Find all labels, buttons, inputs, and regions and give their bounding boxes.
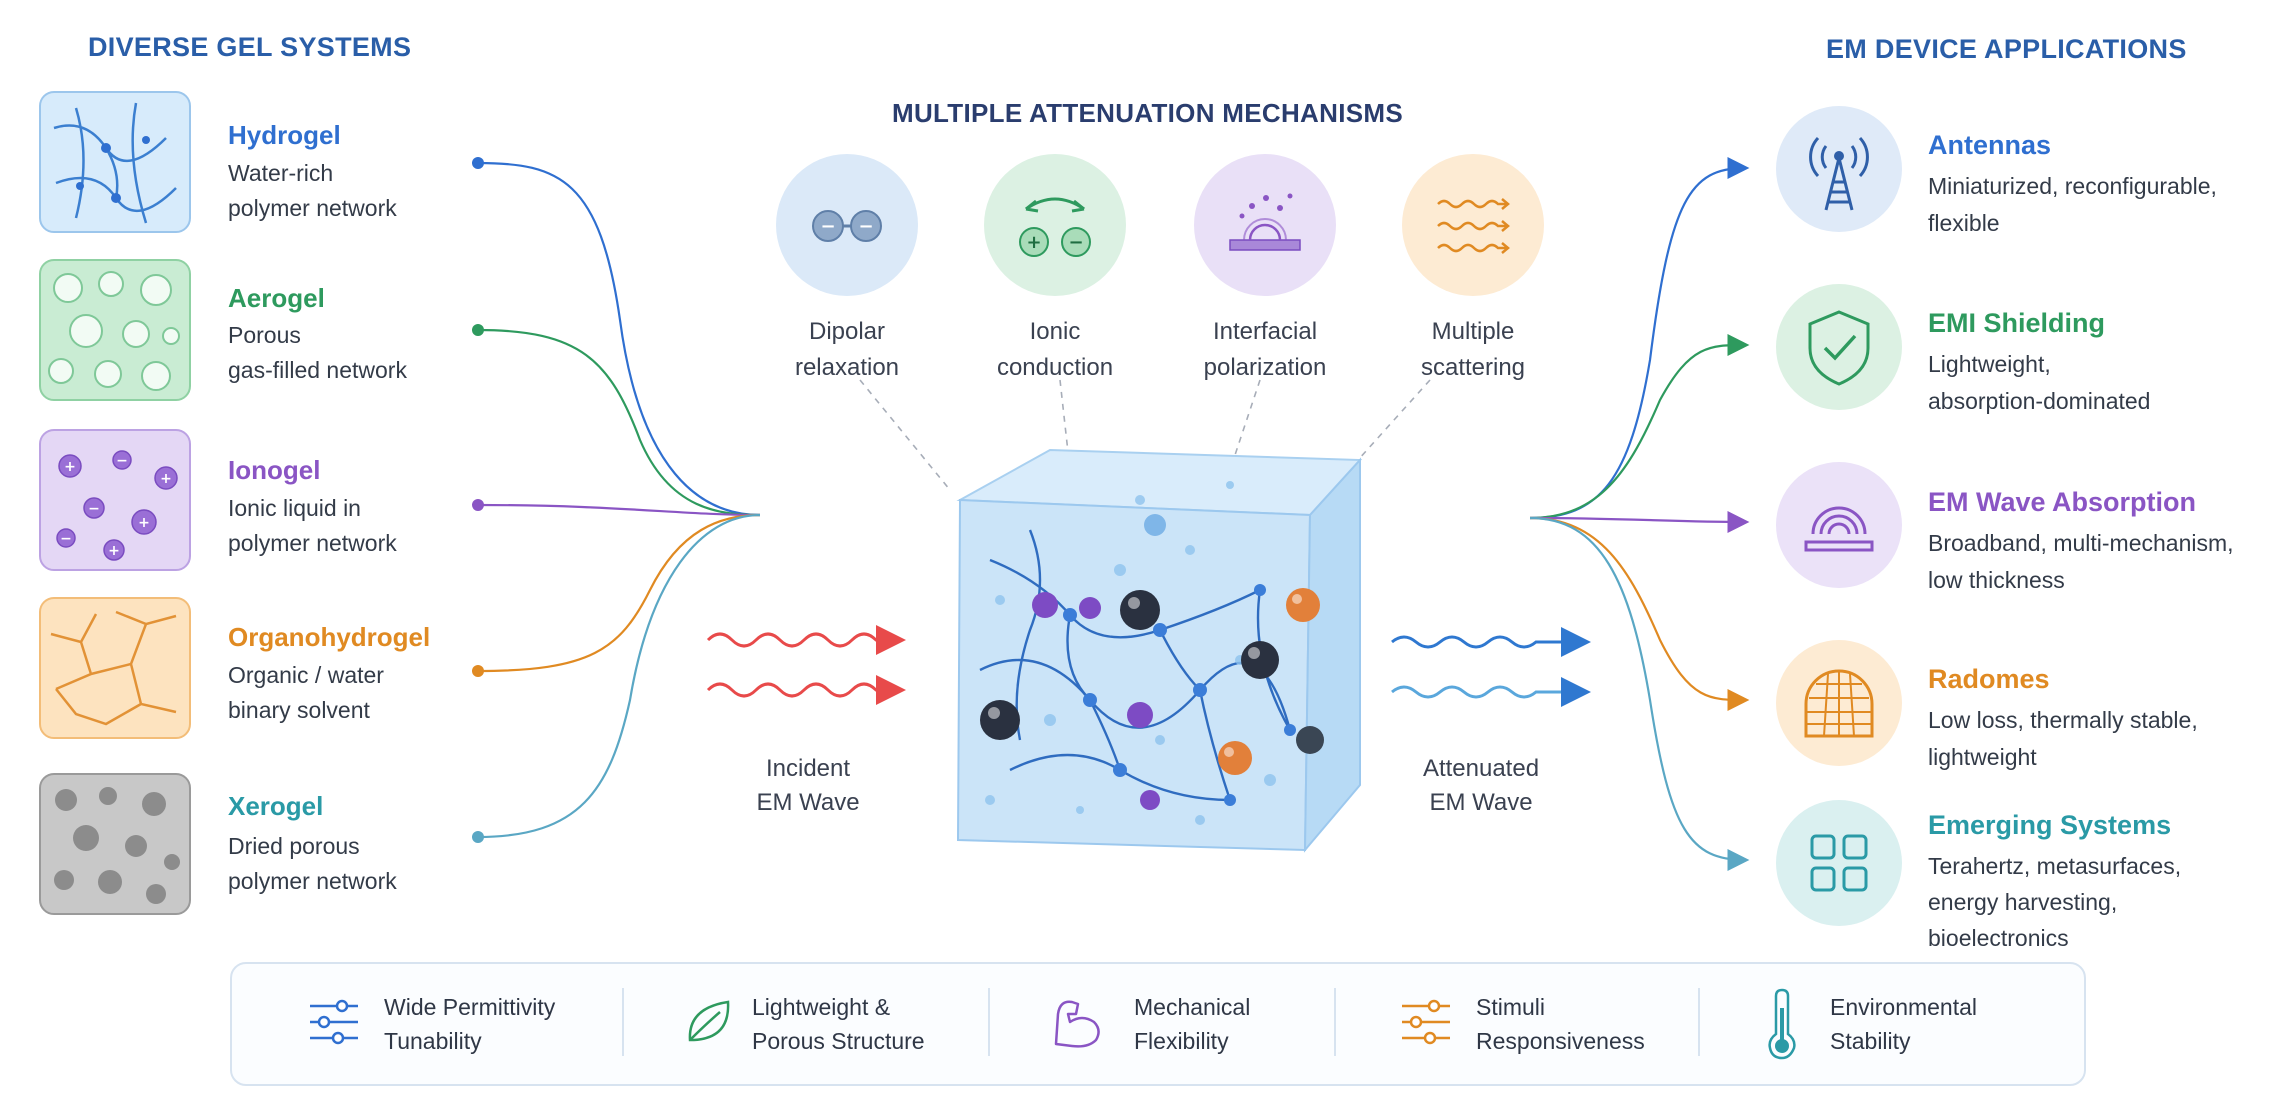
app-name-emi-shielding: EMI Shielding: [1928, 308, 2106, 338]
gel-desc-hydrogel-line2: polymer network: [228, 195, 397, 221]
center-section-title: MULTIPLE ATTENUATION MECHANISMS: [892, 98, 1403, 128]
app-desc-antennas-line1: Miniaturized, reconfigurable,: [1928, 173, 2217, 199]
thermometer-icon: [1768, 988, 1796, 1060]
gel-desc-ionogel-line1: Ionic liquid in: [228, 495, 361, 521]
central-gel-cube: [956, 448, 1363, 853]
gel-desc-xerogel-line2: polymer network: [228, 868, 397, 894]
feature-permittivity-line1: Wide Permittivity: [384, 994, 556, 1020]
mechanism-dipolar-line1: Dipolar: [808, 318, 886, 345]
feature-mechanical-line2: Flexibility: [1134, 1028, 1229, 1054]
gel-desc-organohydrogel-line1: Organic / water: [228, 662, 384, 688]
svg-text:−: −: [88, 501, 100, 517]
flexed-arm-icon: [1054, 1000, 1100, 1048]
svg-text:−: −: [858, 216, 873, 237]
app-desc-emerging-line2: energy harvesting,: [1928, 889, 2118, 915]
feature-divider: [1698, 988, 1700, 1056]
right-section-title: EM DEVICE APPLICATIONS: [1826, 34, 2187, 64]
gel-desc-aerogel-line1: Porous: [228, 322, 301, 348]
app-name-radomes: Radomes: [1928, 664, 2050, 694]
svg-text:+: +: [1026, 232, 1041, 253]
aerogel-cube-icon: [39, 259, 191, 401]
sliders-icon: [310, 999, 358, 1045]
svg-text:−: −: [820, 216, 835, 237]
antenna-tower-icon: [1776, 106, 1902, 232]
feature-stimuli-line1: Stimuli: [1476, 994, 1546, 1020]
app-desc-emerging-line1: Terahertz, metasurfaces,: [1928, 853, 2182, 879]
app-desc-emi-shielding-line2: absorption-dominated: [1928, 388, 2151, 414]
svg-text:+: +: [138, 515, 150, 531]
feature-divider: [988, 988, 990, 1056]
ionogel-cube-icon: + − + − + − +: [39, 429, 191, 571]
gel-name-hydrogel: Hydrogel: [228, 120, 341, 150]
shield-check-icon: [1776, 284, 1902, 410]
radome-icon: [1776, 640, 1902, 766]
svg-text:−: −: [60, 531, 72, 547]
app-desc-radomes-line2: lightweight: [1928, 744, 2037, 770]
gel-name-organohydrogel: Organohydrogel: [228, 622, 431, 652]
svg-text:+: +: [160, 471, 172, 487]
app-name-antennas: Antennas: [1928, 130, 2052, 160]
gel-name-ionogel: Ionogel: [228, 455, 321, 485]
grid-icon: [1776, 800, 1902, 926]
app-name-em-wave-absorption: EM Wave Absorption: [1928, 487, 2197, 517]
absorber-icon: [1776, 462, 1902, 588]
mechanism-interfacial-line1: Interfacial: [1212, 318, 1318, 345]
gel-desc-xerogel-line1: Dried porous: [228, 833, 360, 859]
feature-lightweight-line2: Porous Structure: [752, 1028, 925, 1054]
gel-name-aerogel: Aerogel: [228, 283, 325, 313]
svg-text:−: −: [1068, 232, 1083, 253]
gel-name-xerogel: Xerogel: [228, 791, 324, 821]
app-desc-absorption-line1: Broadband, multi-mechanism,: [1928, 530, 2234, 556]
app-desc-emerging-line3: bioelectronics: [1928, 925, 2069, 951]
gel-desc-aerogel-line2: gas-filled network: [228, 357, 407, 383]
attenuated-wave-label-line2: EM Wave: [1429, 789, 1533, 816]
feature-divider: [1334, 988, 1336, 1056]
organohydrogel-cube-icon: [39, 597, 191, 739]
feature-environmental-line2: Stability: [1830, 1028, 1911, 1054]
feature-lightweight-line1: Lightweight &: [752, 994, 891, 1020]
leaf-icon: [688, 1000, 730, 1042]
xerogel-cube-icon: [39, 773, 191, 915]
scattering-icon: [1402, 154, 1544, 296]
app-desc-radomes-line1: Low loss, thermally stable,: [1928, 707, 2198, 733]
feature-environmental-line1: Environmental: [1830, 994, 1978, 1020]
svg-text:+: +: [108, 543, 120, 559]
gel-desc-hydrogel-line1: Water-rich: [228, 160, 334, 186]
gel-desc-organohydrogel-line2: binary solvent: [228, 697, 370, 723]
mechanism-ionic-line1: Ionic: [1029, 318, 1081, 345]
dipole-icon: − −: [776, 154, 918, 296]
feature-mechanical-line1: Mechanical: [1134, 994, 1251, 1020]
app-desc-emi-shielding-line1: Lightweight,: [1928, 351, 2051, 377]
mechanism-dipolar-line2: relaxation: [794, 354, 900, 381]
ion-conduction-icon: + −: [984, 154, 1126, 296]
mechanism-ionic-line2: conduction: [996, 354, 1114, 381]
incident-wave-label-line2: EM Wave: [756, 789, 860, 816]
mechanism-interfacial-line2: polarization: [1203, 354, 1327, 381]
incident-wave-label-line1: Incident: [765, 755, 851, 782]
interface-polarization-icon: [1194, 154, 1336, 296]
hydrogel-cube-icon: [39, 91, 191, 233]
app-name-emerging-systems: Emerging Systems: [1928, 810, 2172, 840]
feature-permittivity-line2: Tunability: [384, 1028, 482, 1054]
svg-text:−: −: [116, 453, 128, 469]
left-section-title: DIVERSE GEL SYSTEMS: [88, 32, 412, 62]
feature-stimuli-line2: Responsiveness: [1476, 1028, 1645, 1054]
sliders-icon: [1402, 999, 1450, 1045]
mechanism-scattering-line2: scattering: [1420, 354, 1526, 381]
app-desc-absorption-line2: low thickness: [1928, 567, 2065, 593]
app-desc-antennas-line2: flexible: [1928, 210, 2000, 236]
attenuated-wave-label-line1: Attenuated: [1422, 755, 1540, 782]
gel-desc-ionogel-line2: polymer network: [228, 530, 397, 556]
feature-divider: [622, 988, 624, 1056]
svg-text:+: +: [64, 459, 76, 475]
mechanism-scattering-line1: Multiple: [1431, 318, 1515, 345]
